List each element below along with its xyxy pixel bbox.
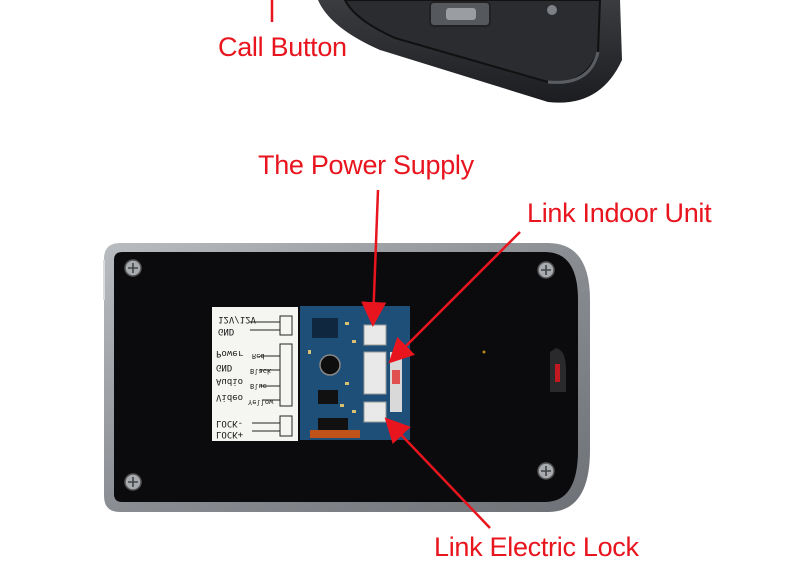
sticker-label: LOCK+ bbox=[216, 429, 244, 439]
top-device bbox=[318, 0, 622, 103]
sticker-label: Power bbox=[216, 348, 244, 358]
screw-icon bbox=[124, 473, 142, 491]
power-supply-arrow bbox=[361, 189, 387, 327]
lock-connector bbox=[363, 401, 387, 423]
sticker-label: 12V/12V bbox=[218, 314, 256, 324]
indoor-unit-arrow bbox=[388, 231, 521, 364]
sticker-label: GND bbox=[218, 326, 235, 336]
sticker-label: LOCK- bbox=[216, 418, 244, 428]
call-button-callout: Call Button bbox=[218, 32, 347, 62]
indoor-unit-connector bbox=[363, 351, 387, 395]
sticker-lines bbox=[250, 315, 293, 437]
link-electric-lock-callout: Link Electric Lock bbox=[434, 532, 639, 562]
sticker-label: GND bbox=[216, 362, 233, 372]
sticker-wire-color: Blue bbox=[250, 382, 267, 390]
screw-icon bbox=[124, 259, 142, 277]
sticker-label: Video bbox=[216, 392, 244, 402]
power-connector bbox=[363, 324, 387, 346]
pcb-board bbox=[300, 306, 410, 440]
screw-icon bbox=[537, 462, 555, 480]
sticker-wire-color: Yellow bbox=[248, 398, 274, 406]
sticker-wire-color: Red bbox=[252, 352, 265, 360]
sticker-wire-color: Black bbox=[250, 367, 272, 375]
sticker-label: Audio bbox=[216, 376, 244, 386]
power-supply-callout: The Power Supply bbox=[258, 150, 474, 180]
link-indoor-unit-callout: Link Indoor Unit bbox=[527, 198, 712, 228]
terminal-sticker bbox=[212, 307, 298, 441]
electric-lock-arrow bbox=[384, 417, 491, 529]
screw-icon bbox=[537, 261, 555, 279]
